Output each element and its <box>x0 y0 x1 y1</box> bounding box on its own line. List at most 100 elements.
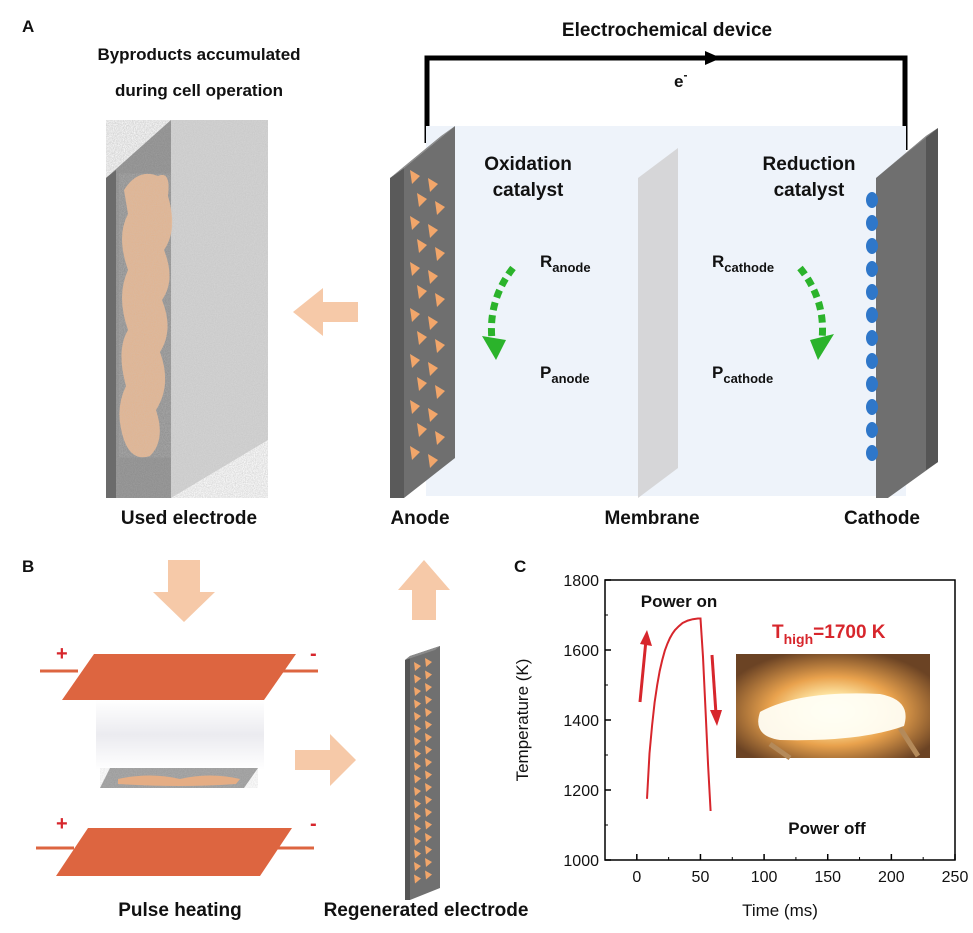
temperature-curve <box>646 617 712 812</box>
oxidation-label-line2: catalyst <box>493 180 564 201</box>
catalyst-particle <box>410 400 420 414</box>
arrow-to-regenerated-electrode <box>295 734 356 786</box>
y-tick-label: 1600 <box>563 643 599 660</box>
panel-b: B + - + - <box>22 557 528 921</box>
bottom-heating-plate <box>56 828 292 876</box>
catalyst-particle <box>410 262 420 276</box>
catalyst-particle <box>425 783 432 792</box>
x-axis-label: Time (ms) <box>742 901 818 920</box>
reduction-catalyst-particles <box>866 192 878 461</box>
reduction-label-line1: Reduction <box>763 154 856 175</box>
power-on-label: Power on <box>641 592 718 611</box>
catalyst-particle <box>425 770 432 780</box>
catalyst-particle <box>410 308 420 322</box>
cooling-arrowhead <box>710 710 722 726</box>
catalyst-particle <box>414 749 421 759</box>
catalyst-particle <box>417 423 427 437</box>
top-heating-plate <box>62 654 296 700</box>
catalyst-particle <box>417 239 427 253</box>
p-anode-label: Panode <box>540 363 590 386</box>
catalyst-particle <box>417 331 427 345</box>
y-tick-label: 1800 <box>563 573 599 590</box>
catalyst-particle <box>866 307 878 323</box>
catalyst-particle <box>417 377 427 391</box>
catalyst-particle <box>414 799 421 809</box>
axis-ticks <box>605 579 956 861</box>
y-tick-label: 1400 <box>563 713 599 730</box>
catalyst-particle <box>866 376 878 392</box>
anode-label: Anode <box>390 508 449 529</box>
catalyst-particle <box>428 178 438 192</box>
catalyst-particle <box>866 192 878 208</box>
x-tick-label: 200 <box>878 869 905 886</box>
cooling-direction-arrow <box>710 654 718 715</box>
pulse-heating-apparatus: + - + - <box>36 643 318 876</box>
catalyst-particle <box>428 362 438 376</box>
catalyst-particle <box>428 224 438 238</box>
cathode-label: Cathode <box>844 508 920 529</box>
catalyst-particle <box>425 695 432 705</box>
heating-vapor <box>96 700 264 770</box>
cathode-reaction-arrow <box>797 265 827 341</box>
catalyst-particle <box>425 658 432 667</box>
catalyst-particle <box>866 353 878 369</box>
regenerated-catalyst-particles <box>414 658 432 884</box>
catalyst-particle <box>414 724 421 734</box>
membrane-label: Membrane <box>604 508 699 529</box>
catalyst-particle <box>414 662 421 671</box>
byproducts-label-line1: Byproducts accumulated <box>97 45 300 64</box>
catalyst-particle <box>414 712 421 721</box>
catalyst-particle <box>425 808 432 817</box>
sample-byproducts <box>118 775 240 786</box>
regenerated-electrode <box>405 646 440 900</box>
catalyst-particle <box>435 247 445 261</box>
catalyst-particle <box>425 795 432 805</box>
catalyst-particle <box>428 408 438 422</box>
panel-a-label: A <box>22 17 34 36</box>
arrow-to-anode <box>398 560 450 620</box>
y-tick-label: 1200 <box>563 783 599 800</box>
oxidation-catalyst-particles <box>410 170 445 468</box>
x-tick-label: 250 <box>942 869 969 886</box>
catalyst-particle <box>435 385 445 399</box>
catalyst-particle <box>414 674 421 684</box>
catalyst-particle <box>435 339 445 353</box>
catalyst-particle <box>425 758 432 767</box>
electron-symbol: e- <box>674 68 687 91</box>
byproducts-label-line2: during cell operation <box>115 81 283 100</box>
catalyst-particle <box>417 193 427 207</box>
catalyst-particle <box>414 737 421 746</box>
catalyst-particle <box>414 762 421 771</box>
catalyst-particle <box>414 837 421 846</box>
catalyst-particle <box>425 708 432 717</box>
bottom-minus-terminal: - <box>310 813 317 835</box>
regenerated-electrode-label: Regenerated electrode <box>324 900 529 921</box>
catalyst-particle <box>410 216 420 230</box>
y-axis-label: Temperature (K) <box>513 659 532 782</box>
anode-reaction-arrow <box>487 265 516 341</box>
anode-electrode <box>390 126 455 498</box>
catalyst-particle <box>428 454 438 468</box>
panel-b-label: B <box>22 557 34 576</box>
catalyst-particle <box>410 446 420 460</box>
x-tick-label: 50 <box>692 869 710 886</box>
y-tick-label: 1000 <box>563 853 599 870</box>
top-plus-terminal: + <box>56 643 68 665</box>
catalyst-particle <box>414 862 421 871</box>
catalyst-particle <box>425 820 432 830</box>
arrow-to-pulse-heating <box>153 560 215 622</box>
used-electrode <box>106 120 268 498</box>
t-high-label: Thigh=1700 K <box>772 622 886 647</box>
catalyst-particle <box>425 733 432 742</box>
bottom-plus-terminal: + <box>56 813 68 835</box>
y-tick-labels: 1000 1200 1400 1600 1800 <box>563 573 599 870</box>
power-off-label: Power off <box>788 819 866 838</box>
catalyst-particle <box>866 284 878 300</box>
catalyst-particle <box>414 874 421 884</box>
catalyst-particle <box>414 699 421 709</box>
catalyst-particle <box>866 422 878 438</box>
catalyst-particle <box>425 870 432 880</box>
catalyst-particle <box>414 687 421 696</box>
